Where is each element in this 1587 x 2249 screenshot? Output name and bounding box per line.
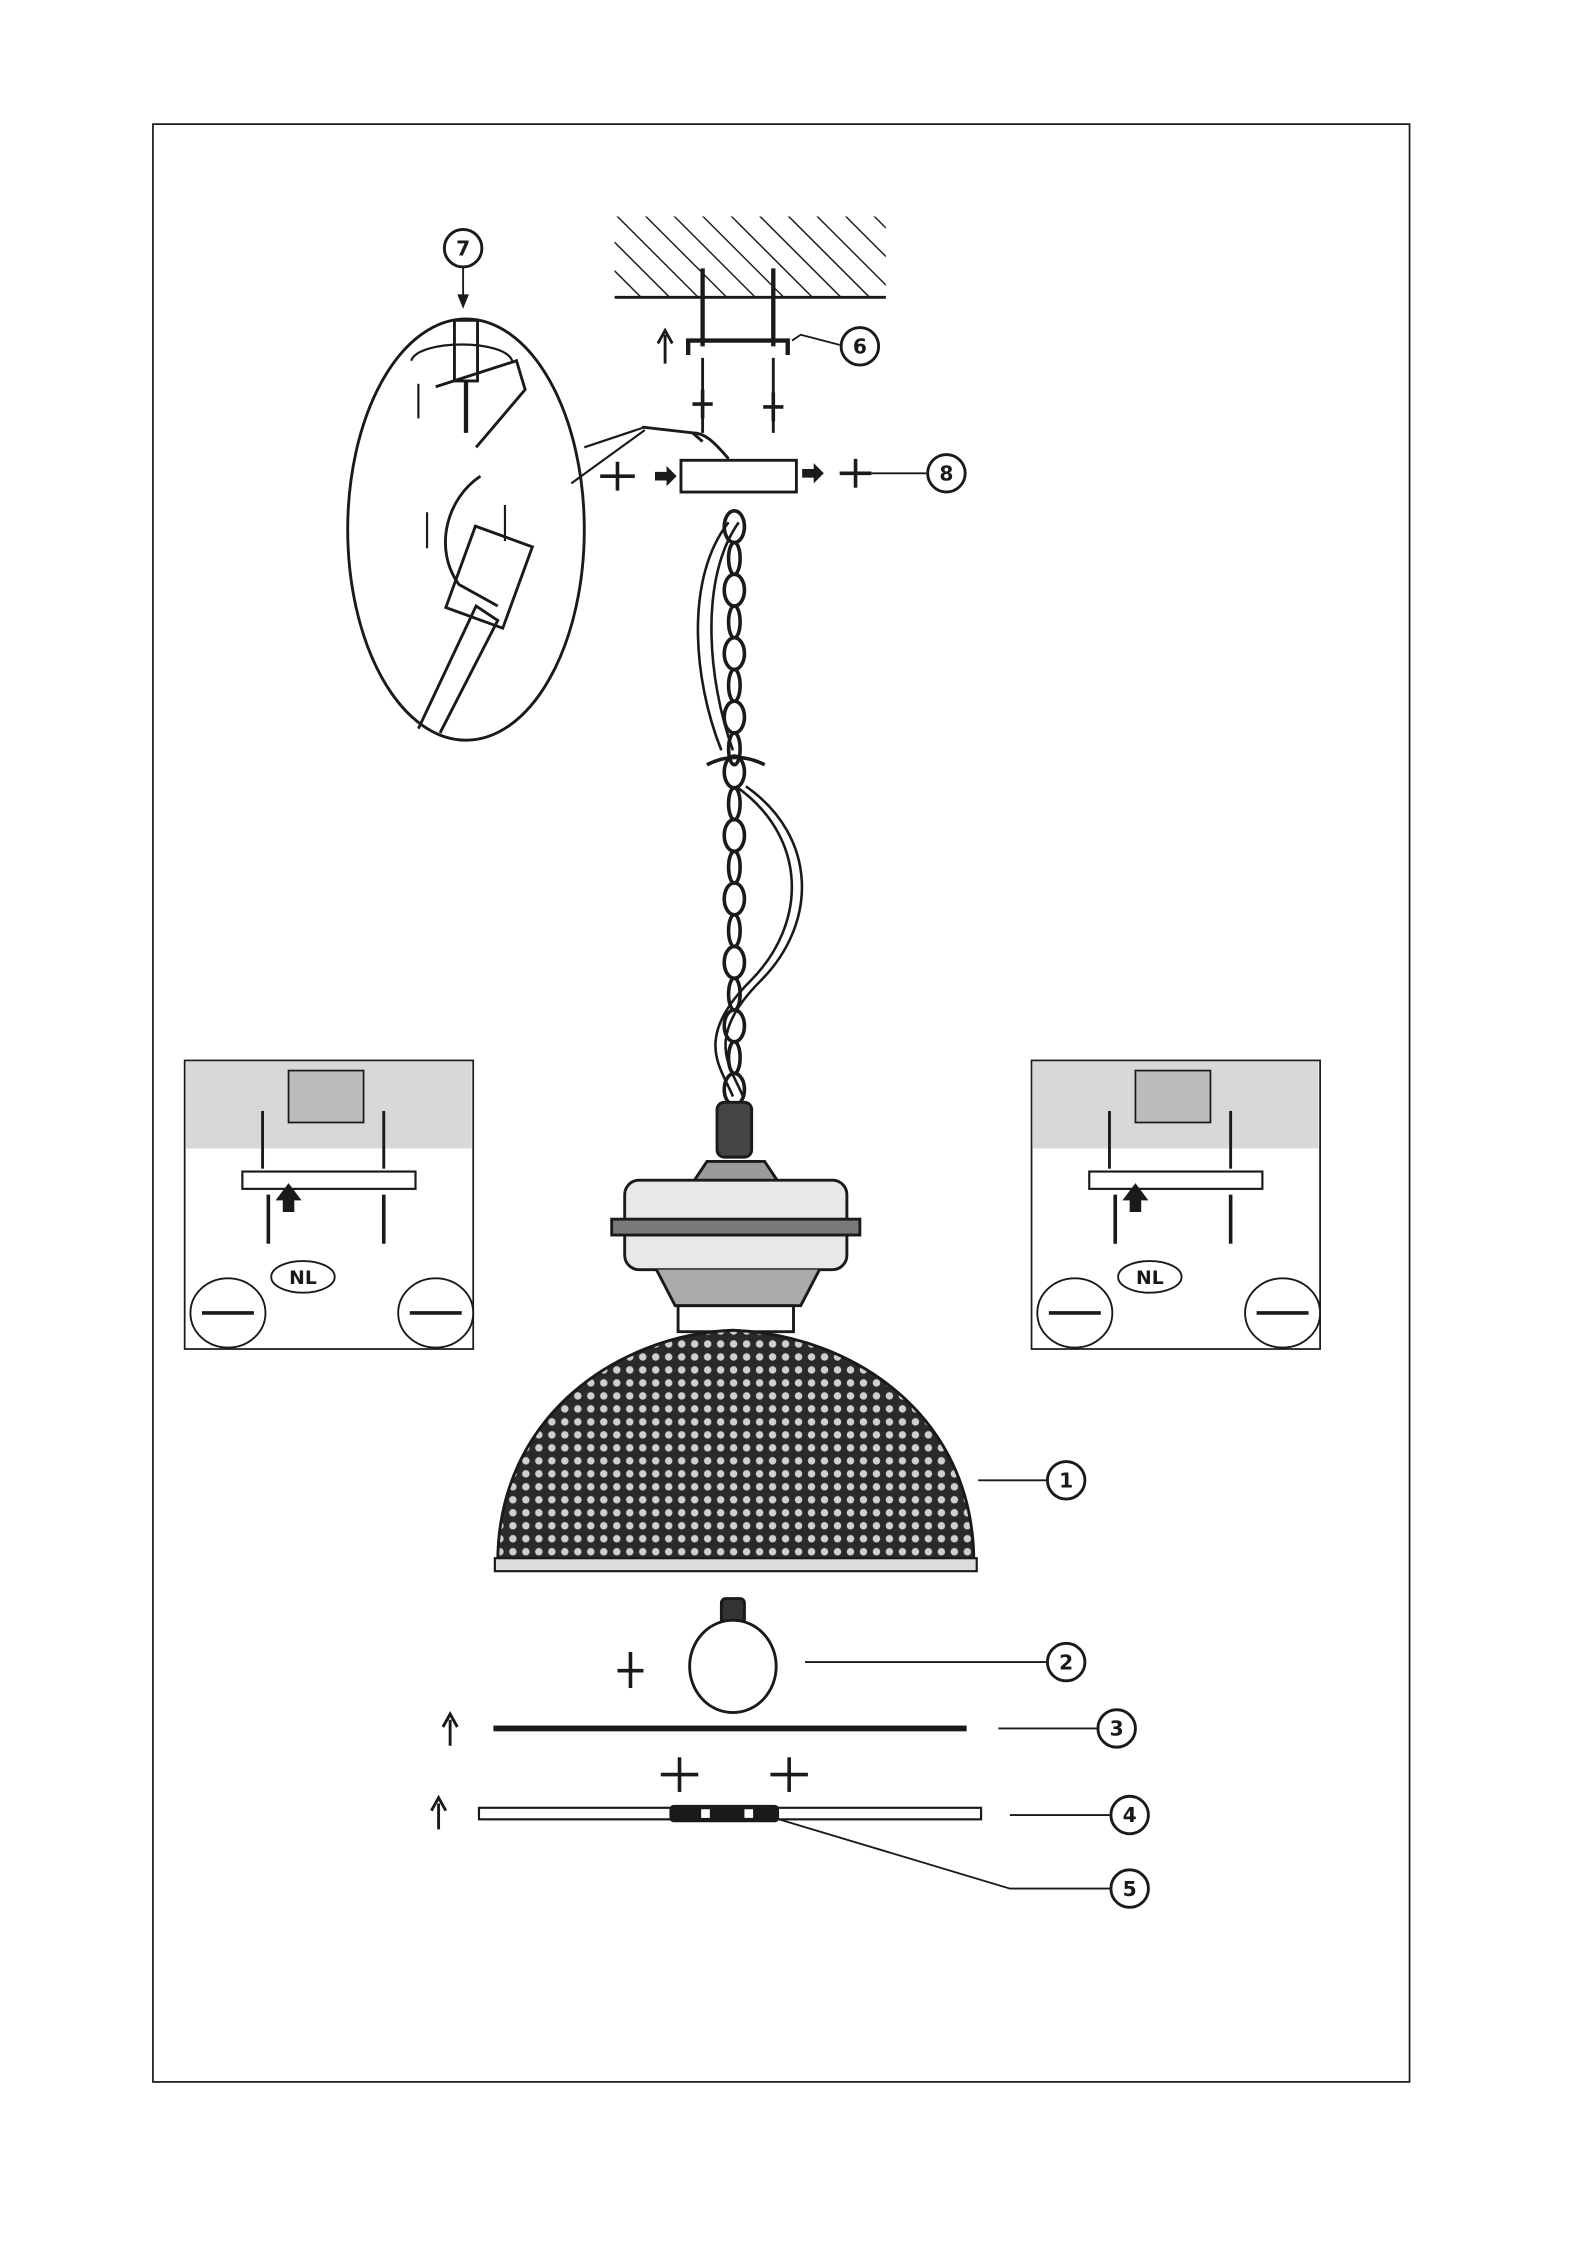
inset-right-country-code: NL [1136,1268,1164,1289]
chain-link [724,820,744,852]
ring-screw-icon [661,1757,808,1792]
chain-link [729,733,741,765]
magnifier-pointer-arrow [457,294,469,308]
callout-7: 7 [444,229,482,267]
power-cable [698,522,802,1096]
callout-4: 4 [1111,1796,1149,1834]
lamp-housing [612,1102,860,1331]
callout-number: 5 [1123,1877,1137,1901]
chain-link [724,883,744,915]
callout-8: 8 [928,455,966,493]
callout-number: 7 [456,236,470,260]
callout-6: 6 [841,328,879,366]
light-bulb [690,1599,777,1713]
inset-left-country-code: NL [289,1268,317,1289]
chain-link [729,851,741,883]
chain-link [724,638,744,670]
chain-link [729,669,741,701]
chain-link [724,574,744,606]
callout-5: 5 [1111,1870,1149,1908]
ceiling [615,216,886,297]
inset-right: NL [1032,1060,1321,1349]
callout-number: 4 [1123,1803,1137,1827]
callout-number: 6 [853,335,867,359]
callout-2: 2 [1047,1643,1085,1681]
chain-link [729,788,741,820]
glass-ring [443,1714,967,1746]
wiring-detail-magnifier [348,319,645,740]
lamp-shade [491,1324,982,1571]
chain-link [729,606,741,638]
chain-link [724,701,744,733]
callout-number: 2 [1059,1650,1073,1674]
callout-number: 1 [1059,1469,1073,1493]
callout-3: 3 [1098,1710,1136,1748]
callout-1: 1 [1047,1462,1085,1500]
inset-left: NL [185,1060,474,1349]
callout-number: 8 [939,461,953,485]
callout-leaders [463,267,1109,1889]
chain-link [729,915,741,947]
canopy [642,427,796,492]
chain-link [729,543,741,575]
bulb-screw-icon [617,1652,643,1688]
retaining-ring [431,1798,981,1830]
callout-number: 3 [1110,1717,1124,1741]
chain-link [724,946,744,978]
bracket-screw-icon [693,390,784,422]
chain-link [724,756,744,788]
